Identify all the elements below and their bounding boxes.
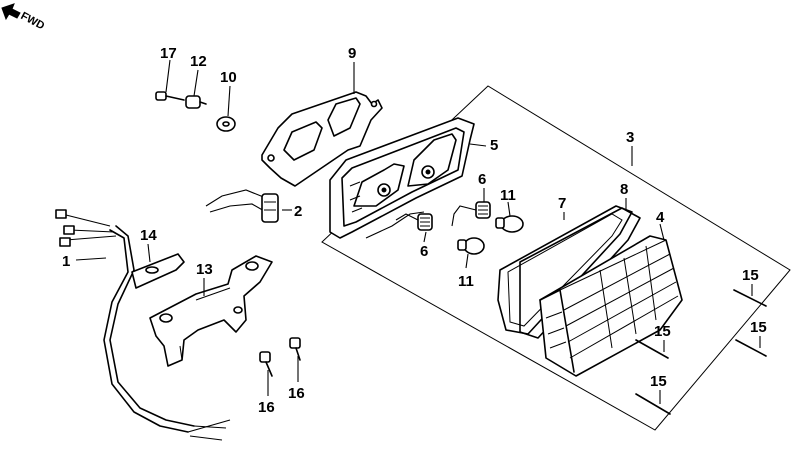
callout-15-top: 15 — [742, 267, 759, 284]
callout-13: 13 — [196, 261, 213, 278]
callout-3: 3 — [626, 129, 634, 146]
leader-12 — [193, 69, 199, 97]
wire-harness-small — [205, 189, 279, 223]
forward-direction-arrow: FWD — [1, 3, 47, 32]
bolt-16-right — [289, 337, 301, 361]
callout-7: 7 — [558, 195, 566, 212]
callout-10: 10 — [220, 69, 237, 86]
leader-4 — [659, 223, 665, 241]
callout-6-upper: 6 — [478, 171, 486, 188]
callout-9: 9 — [348, 45, 356, 62]
forward-label: FWD — [19, 10, 47, 32]
leader-11a — [507, 201, 511, 217]
callout-5: 5 — [490, 137, 498, 154]
leader-14 — [147, 243, 151, 263]
lens-gasket-ring — [519, 207, 641, 339]
leader-5 — [469, 143, 487, 147]
bulb-socket-upper — [451, 201, 491, 227]
callout-8: 8 — [620, 181, 628, 198]
screw-15-bottom — [635, 393, 671, 415]
bulb-socket-lower — [395, 213, 433, 231]
screw-15-middle-left — [635, 339, 669, 359]
bolt-16-left — [259, 351, 273, 377]
callout-2: 2 — [294, 203, 302, 220]
leader-11b — [465, 253, 469, 269]
bulb-lower — [457, 237, 485, 255]
callout-16-left: 16 — [258, 399, 275, 416]
taillight-base — [329, 117, 475, 239]
callout-17: 17 — [160, 45, 177, 62]
leader-10 — [227, 85, 231, 117]
taillight-gasket — [261, 91, 383, 187]
callout-15-bottom: 15 — [650, 373, 667, 390]
callout-15-middle-right: 15 — [750, 319, 767, 336]
callout-11-upper: 11 — [500, 187, 516, 204]
mounting-bracket-13 — [149, 255, 273, 367]
washer-10 — [216, 116, 236, 132]
leader-17 — [165, 59, 171, 93]
callout-4: 4 — [656, 209, 665, 226]
callout-14: 14 — [140, 227, 157, 244]
callout-12: 12 — [190, 53, 207, 70]
screw-15-top — [733, 289, 767, 307]
leader-1 — [75, 257, 107, 261]
callout-1: 1 — [62, 253, 70, 270]
callout-6-lower: 6 — [420, 243, 428, 260]
screw-17 — [155, 91, 185, 101]
callout-11-lower: 11 — [458, 273, 474, 290]
collar-12 — [185, 95, 207, 109]
bulb-upper — [495, 215, 524, 233]
leader-6b — [423, 231, 427, 243]
screw-15-middle-right — [735, 339, 767, 357]
callout-16-right: 16 — [288, 385, 305, 402]
taillight-lens — [539, 235, 683, 377]
callout-15-middle-left: 15 — [654, 323, 671, 340]
wire-harness-main — [55, 209, 231, 441]
